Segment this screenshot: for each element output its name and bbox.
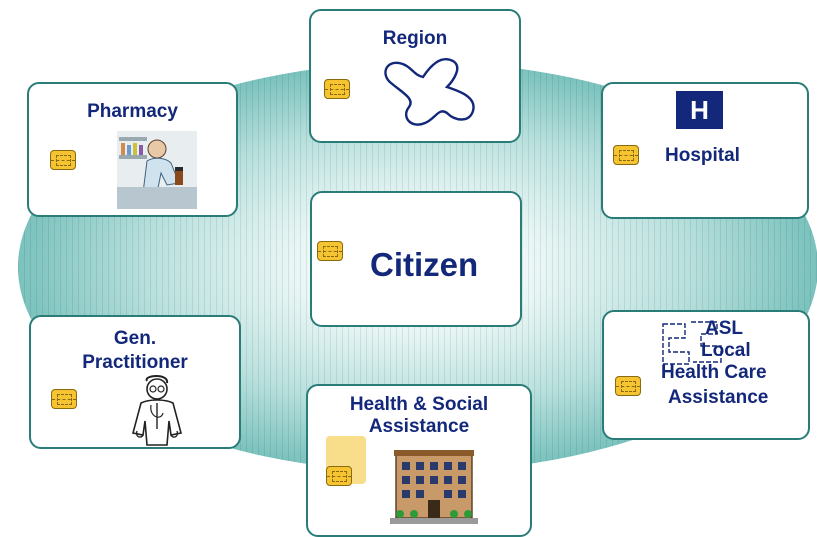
- smart-card-chip-icon: [615, 376, 641, 396]
- gp-label-line1: Gen.: [113, 328, 157, 349]
- health-social-node[interactable]: Health & Social Assistance: [306, 384, 532, 537]
- doctor-clipart: [132, 375, 182, 446]
- health-social-label-line1: Health & Social: [349, 394, 489, 415]
- smart-card-chip-icon: [51, 389, 77, 409]
- pharmacy-node[interactable]: Pharmacy: [27, 82, 238, 217]
- gp-node[interactable]: Gen. Practitioner: [29, 315, 241, 449]
- smart-card-chip-icon: [50, 150, 76, 170]
- citizen-node[interactable]: Citizen: [310, 191, 522, 327]
- asl-logo: [662, 321, 722, 365]
- citizen-label: Citizen: [370, 246, 479, 283]
- asl-label-line3: Health Care: [661, 362, 767, 383]
- hospital-node[interactable]: H Hospital: [601, 82, 809, 219]
- region-label: Region: [382, 28, 448, 49]
- smart-card-chip-icon: [317, 241, 343, 261]
- region-shape-icon: [384, 58, 475, 126]
- gp-label-line2: Practitioner: [82, 352, 188, 373]
- region-node[interactable]: Region: [309, 9, 521, 143]
- pharmacy-label: Pharmacy: [87, 101, 178, 122]
- asl-label-line1: ASL: [705, 318, 743, 339]
- pharmacist-clipart: [117, 131, 197, 209]
- smart-card-chip-icon: [324, 79, 350, 99]
- hospital-h-icon: H: [676, 91, 723, 129]
- health-social-label-line2: Assistance: [368, 416, 470, 437]
- hospital-label: Hospital: [665, 145, 740, 166]
- asl-label-line2: Local: [701, 340, 751, 361]
- asl-label-line4: Assistance: [668, 387, 769, 408]
- smart-card-chip-icon: [326, 466, 352, 486]
- smart-card-chip-icon: [613, 145, 639, 165]
- asl-node[interactable]: ASL Local Health Care Assistance: [602, 310, 810, 440]
- building-clipart: [390, 450, 478, 524]
